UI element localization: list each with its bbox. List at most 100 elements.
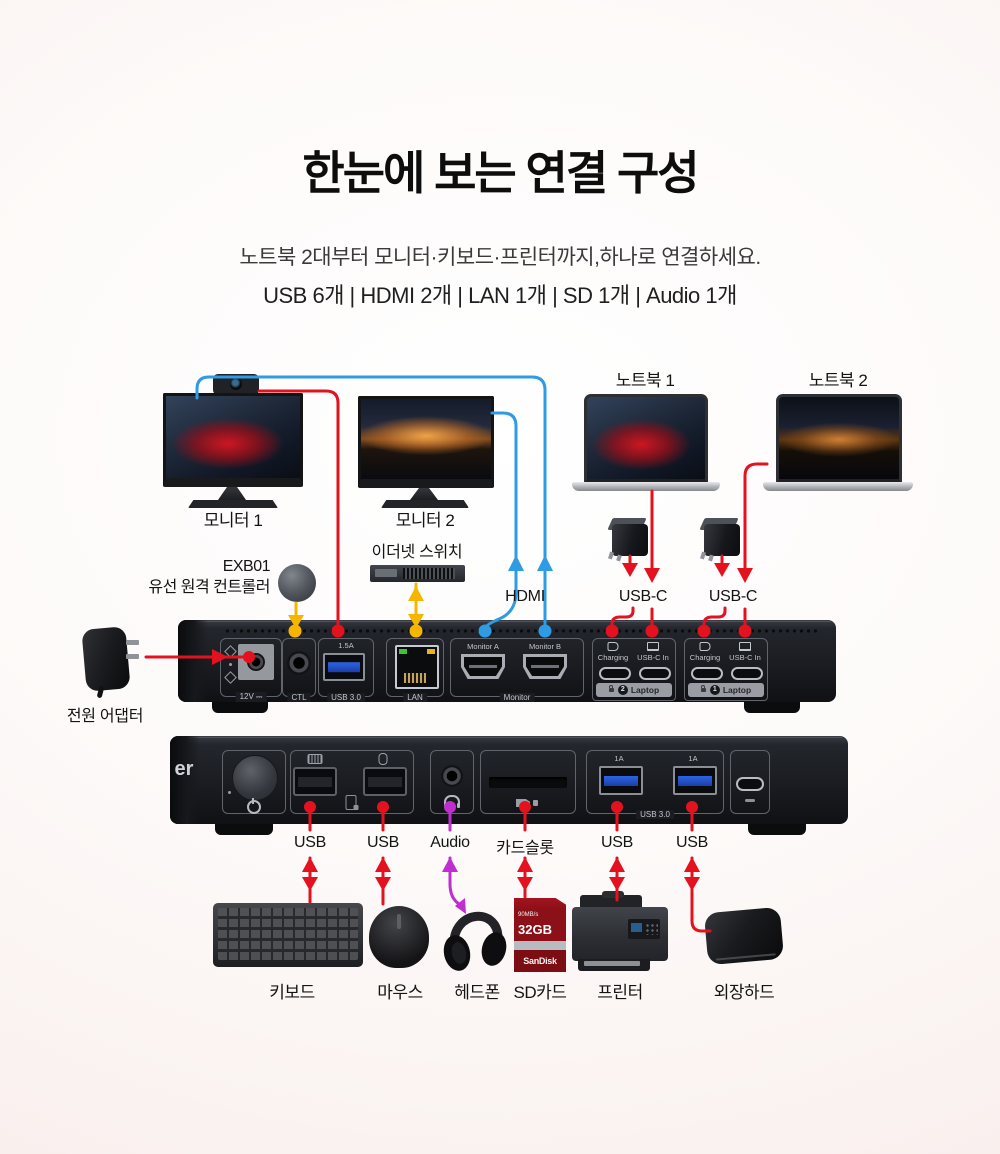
adapter1-prong2 <box>616 554 622 562</box>
audio-jack-port <box>441 765 463 787</box>
wall-power-adapter <box>81 626 142 699</box>
dock-rear-panel: 12V ⎓ CTL 1.5A USB 3.0 LAN Monitor <box>178 620 836 713</box>
brand-text-partial: er <box>174 758 194 780</box>
usb-tongue <box>368 776 402 787</box>
printer-adf <box>580 895 642 910</box>
hdmi-port-a <box>461 654 505 679</box>
dock-front-foot-right <box>748 824 806 835</box>
usbc-power-adapter-2 <box>698 518 744 562</box>
lock-icon <box>700 685 706 692</box>
front-usb3-port-1 <box>599 766 643 795</box>
keyboard-label: 키보드 <box>269 983 315 1002</box>
laptop2-screen <box>776 394 902 485</box>
mouse <box>369 906 429 968</box>
ctl-port-label: CTL <box>287 693 311 702</box>
webcam <box>213 374 259 395</box>
sd-slot-group <box>480 750 576 814</box>
dock-rear-foot-right <box>744 702 800 713</box>
adapter2-prong <box>700 551 706 560</box>
ss-lock-icon <box>745 799 755 802</box>
mouse-icon <box>378 753 388 765</box>
rear-usb-amp-label: 1.5A <box>338 641 354 650</box>
dock-front-foot-left <box>215 824 273 835</box>
front-usbc-group <box>730 750 770 814</box>
diamond-icon-top <box>224 645 237 658</box>
adapter1-body <box>612 524 648 556</box>
hdd-label: 외장하드 <box>713 983 775 1002</box>
front-usb-port-2 <box>363 767 407 796</box>
ethernet-switch <box>370 565 465 582</box>
power-adapter-label: 전원 어댑터 <box>66 708 144 725</box>
controller-label: EXB01 유선 원격 컨트롤러 <box>120 556 270 598</box>
dock-rear-left-cap <box>178 620 208 702</box>
usb-amp-label-1: 1A <box>614 754 624 763</box>
dock-rear-foot-left <box>212 702 268 713</box>
laptop1-screen <box>584 394 708 485</box>
laptop2-base <box>763 482 913 491</box>
hdmi-arrowheads <box>508 555 553 571</box>
dc-jack-plate <box>238 644 274 680</box>
port-spec-summary: USB 6개 | HDMI 2개 | LAN 1개 | SD 1개 | Audi… <box>263 283 737 308</box>
dc-power-port-label: 12V ⎓ <box>235 692 267 702</box>
monitor1-neck <box>218 487 246 500</box>
sd-card: 90MB/s 32GB SanDisk <box>514 898 566 972</box>
keyboard-icon <box>307 754 323 764</box>
lan-group: LAN <box>386 638 444 702</box>
dc-power-group: 12V ⎓ <box>220 638 282 702</box>
front-audio-label: Audio <box>430 834 470 851</box>
usbc-in-port-1 <box>731 667 763 680</box>
lan-port-label: LAN <box>403 693 427 702</box>
lock-icon <box>608 685 614 692</box>
power-button-group <box>222 750 286 814</box>
laptop2-label: 노트북 2 <box>808 371 868 390</box>
charging-label: Charging <box>689 653 721 662</box>
adapter2-body <box>704 524 740 556</box>
printer-adf-bump <box>602 891 624 898</box>
sdcard-label: SD카드 <box>513 983 567 1002</box>
monitor-1 <box>160 374 306 510</box>
laptop1-usbc-group: Charging USB-C In 1 Laptop <box>684 638 768 701</box>
monitor2-label: 모니터 2 <box>395 511 455 530</box>
dock-front-left-cap <box>170 736 200 824</box>
laptop-icon <box>739 642 751 651</box>
usb-tongue <box>328 662 360 672</box>
usb-amp-label-2: 1A <box>688 754 698 763</box>
front-usb1-label: USB <box>294 834 326 851</box>
rear-usb3-label: USB 3.0 <box>327 693 365 702</box>
diamond-icon-bottom <box>224 671 237 684</box>
front-usbc-port <box>736 777 764 791</box>
page-title: 한눈에 보는 연결 구성 <box>302 146 699 199</box>
wall-adapter-prong1 <box>126 640 139 645</box>
ctl-group: CTL <box>282 638 316 702</box>
hdmi-label: HDMI <box>505 588 545 605</box>
monitor-out-group: Monitor A Monitor B Monitor <box>450 638 584 702</box>
switch-label-plate <box>375 569 397 577</box>
card-slot-label: 카드슬롯 <box>496 840 554 857</box>
adapter2-prong2 <box>708 554 714 562</box>
front-usb4-label: USB <box>676 834 708 851</box>
monitor-2 <box>355 396 495 508</box>
webcam-lens-icon <box>230 378 242 390</box>
headphone-label: 헤드폰 <box>454 983 500 1002</box>
charging-port-1 <box>691 667 723 680</box>
usbc-label-1: USB-C <box>618 588 668 605</box>
adapter1-prong <box>608 551 614 560</box>
front-usb-port-1 <box>293 767 337 796</box>
switch-ports <box>403 568 455 579</box>
usbc-power-adapter-1 <box>606 518 652 562</box>
mouse-wheel <box>397 914 401 929</box>
printer-screen <box>631 923 642 932</box>
front-usb3-port-2 <box>673 766 717 795</box>
laptop2-band-label: Laptop <box>630 685 660 695</box>
monitor-a-label: Monitor A <box>467 642 499 651</box>
laptop1-label: 노트북 1 <box>615 371 675 390</box>
hdmi-a-pins <box>469 665 497 669</box>
monitor2-screen <box>358 396 494 488</box>
wall-adapter-body <box>81 626 131 692</box>
monitor1-screen <box>163 393 303 487</box>
page-subtitle: 노트북 2대부터 모니터·키보드·프린터까지,하나로 연결하세요. <box>239 246 761 269</box>
laptop-1 <box>572 394 720 492</box>
usbc-in-label: USB-C In <box>729 653 761 662</box>
laptop2-band: 2 Laptop <box>596 683 672 697</box>
